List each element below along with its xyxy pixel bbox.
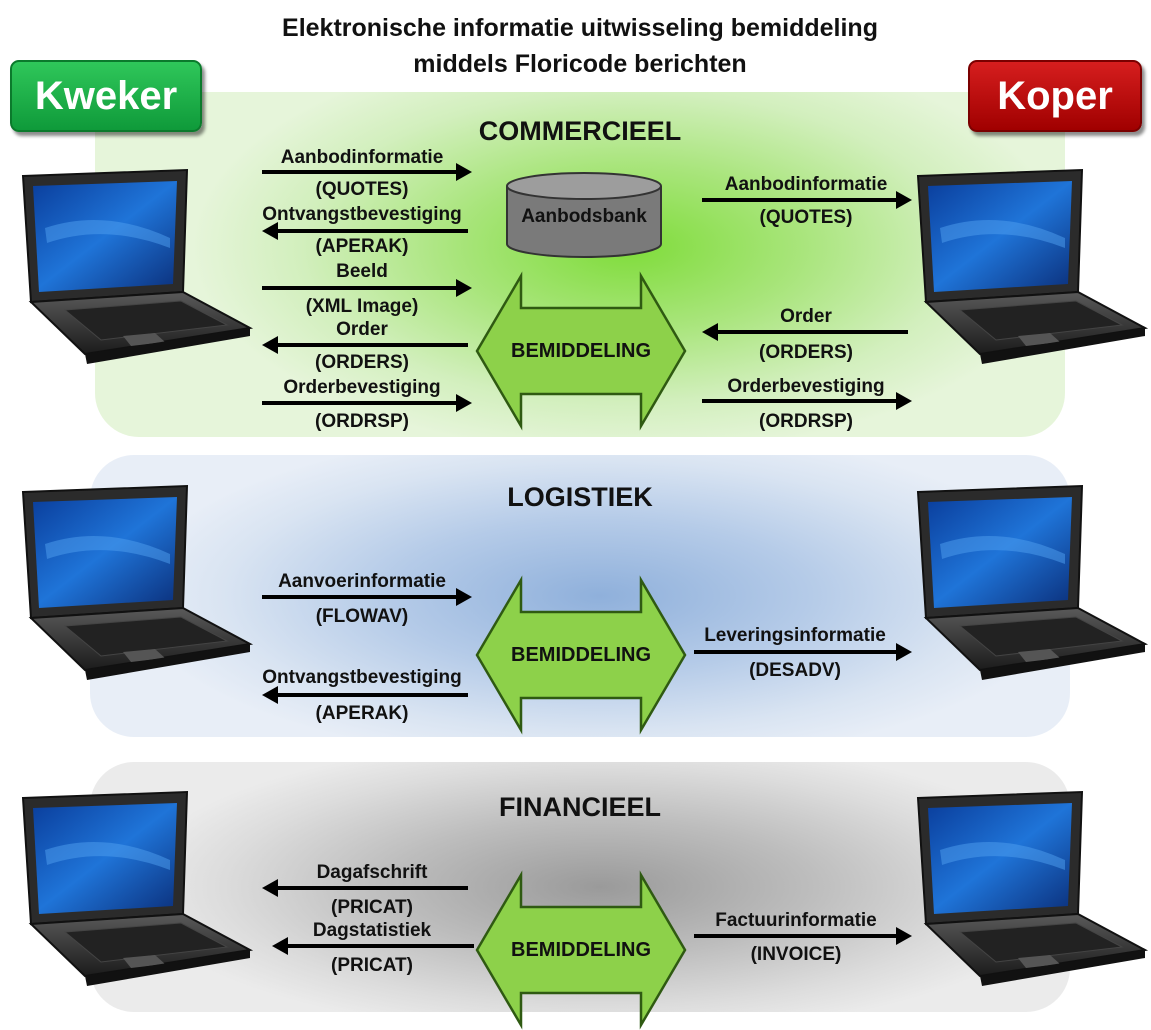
logistiek-bemiddeling-arrow: BEMIDDELING — [475, 575, 687, 735]
koper-badge: Koper — [968, 60, 1142, 132]
message-name: Dagafschrift — [316, 862, 428, 883]
message-code: (ORDRSP) — [315, 411, 409, 432]
message-arrow-right — [702, 191, 912, 209]
message-code: (ORDRSP) — [759, 411, 853, 432]
message-arrow-right — [702, 392, 912, 410]
bemiddeling-label: BEMIDDELING — [511, 643, 651, 666]
aanbodsbank-label: Aanbodsbank — [521, 206, 647, 227]
kweker-laptop-icon — [5, 484, 255, 684]
message-name: Leveringsinformatie — [704, 625, 886, 646]
bemiddeling-label: BEMIDDELING — [511, 339, 651, 362]
message-arrow-left — [262, 879, 468, 897]
message-name: Beeld — [336, 261, 388, 282]
commercieel-bemiddeling-arrow: BEMIDDELING — [475, 271, 687, 431]
kweker-laptop-icon — [5, 168, 255, 368]
message-name: Ontvangstbevestiging — [262, 667, 462, 688]
message-name: Orderbevestiging — [727, 376, 885, 397]
message-name: Order — [336, 319, 388, 340]
bemiddeling-label: BEMIDDELING — [511, 938, 651, 961]
message-name: Dagstatistiek — [312, 920, 432, 941]
message-arrow-left — [262, 686, 468, 704]
title-line-2: middels Floricode berichten — [413, 50, 747, 78]
message-arrow-right — [262, 394, 472, 412]
message-code: (QUOTES) — [315, 179, 409, 200]
message-code: (ORDERS) — [759, 342, 853, 363]
message-name: Ontvangstbevestiging — [262, 204, 462, 225]
title-line-1: Elektronische informatie uitwisseling be… — [282, 14, 878, 42]
message-name: Aanbodinformatie — [724, 174, 888, 195]
message-code: (FLOWAV) — [315, 606, 409, 627]
message-code: (QUOTES) — [759, 207, 853, 228]
kweker-laptop-icon — [5, 790, 255, 990]
commercieel-heading: COMMERCIEEL — [478, 116, 682, 146]
message-arrow-left — [272, 937, 474, 955]
koper-laptop-icon — [900, 790, 1150, 990]
message-code: (DESADV) — [749, 660, 841, 681]
message-code: (ORDERS) — [315, 352, 409, 373]
message-code: (APERAK) — [315, 236, 409, 257]
financieel-heading: FINANCIEEL — [499, 792, 661, 822]
logistiek-heading: LOGISTIEK — [507, 482, 653, 512]
aanbodsbank-database-icon: Aanbodsbank — [505, 172, 663, 258]
message-arrow-right — [262, 279, 472, 297]
message-arrow-left — [262, 222, 468, 240]
kweker-badge: Kweker — [10, 60, 202, 132]
message-name: Orderbevestiging — [283, 377, 441, 398]
message-name: Order — [780, 306, 832, 327]
diagram-title: Elektronische informatie uitwisseling be… — [200, 10, 960, 82]
financieel-bemiddeling-arrow: BEMIDDELING — [475, 870, 687, 1030]
message-arrow-right — [694, 927, 912, 945]
message-code: (PRICAT) — [331, 955, 413, 976]
message-name: Factuurinformatie — [715, 910, 877, 931]
message-name: Aanbodinformatie — [280, 147, 444, 168]
message-arrow-left — [702, 323, 908, 341]
koper-laptop-icon — [900, 484, 1150, 684]
message-code: (INVOICE) — [750, 944, 842, 965]
message-name: Aanvoerinformatie — [278, 571, 446, 592]
message-arrow-right — [262, 163, 472, 181]
message-code: (XML Image) — [305, 296, 419, 317]
message-arrow-right — [694, 643, 912, 661]
message-arrow-right — [262, 588, 472, 606]
message-code: (APERAK) — [315, 703, 409, 724]
koper-laptop-icon — [900, 168, 1150, 368]
message-arrow-left — [262, 336, 468, 354]
message-code: (PRICAT) — [331, 897, 413, 918]
